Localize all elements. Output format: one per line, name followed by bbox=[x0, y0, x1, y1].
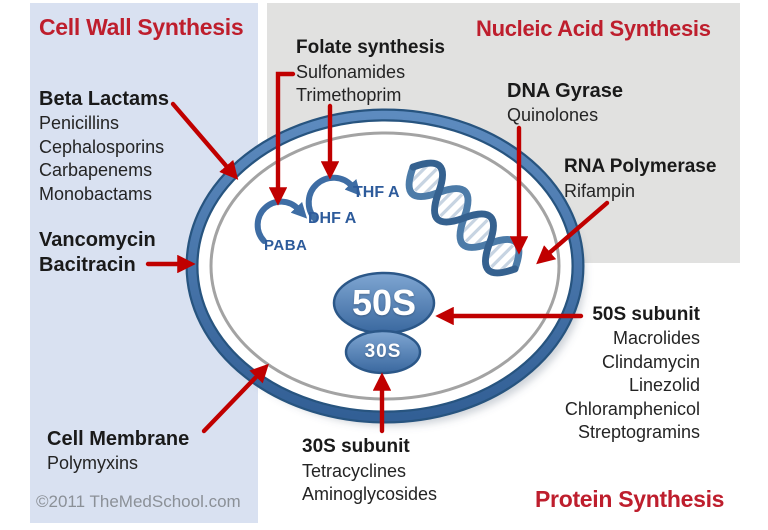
vancomycin-bacitracin-label: Vancomycin Bacitracin bbox=[39, 228, 156, 278]
rna-polymerase-label: RNA Polymerase Rifampin bbox=[564, 154, 716, 204]
cell-membrane-drug-list: Polymyxins bbox=[47, 452, 189, 476]
cell-wall-synthesis-title: Cell Wall Synthesis bbox=[39, 14, 244, 40]
drug-list-item: Linezolid bbox=[628, 375, 700, 395]
drug-list-item: Streptogramins bbox=[577, 422, 700, 442]
ribosome-30s-text: 30S bbox=[364, 341, 402, 362]
drug-list-item: Trimethoprim bbox=[296, 85, 402, 105]
cell-membrane-arrow bbox=[201, 363, 269, 434]
cell-membrane-heading: Cell Membrane bbox=[47, 428, 190, 450]
drug-list-item: Penicillins bbox=[39, 113, 120, 133]
drug-list-item: Polymyxins bbox=[47, 453, 139, 473]
dna-helix-icon bbox=[405, 159, 523, 277]
drug-list-item: Rifampin bbox=[564, 181, 636, 201]
paba-label: PABA bbox=[264, 237, 308, 254]
nucleic-acid-synthesis-title: Nucleic Acid Synthesis bbox=[476, 16, 711, 41]
drug-list-item: Sulfonamides bbox=[296, 62, 406, 82]
folate-synthesis-heading: Folate synthesis bbox=[296, 37, 445, 58]
bacitracin-line: Bacitracin bbox=[39, 254, 136, 276]
rna-polymerase-drug-list: Rifampin bbox=[564, 180, 716, 204]
copyright-text: ©2011 TheMedSchool.com bbox=[36, 492, 241, 511]
sulfonamides-arrow bbox=[268, 71, 296, 206]
rifampin-arrow bbox=[536, 200, 610, 265]
drug-list-item: Macrolides bbox=[612, 328, 700, 348]
dna-gyrase-heading: DNA Gyrase bbox=[507, 80, 623, 102]
dna-gyrase-label: DNA Gyrase Quinolones bbox=[507, 78, 623, 128]
ribosome-50s-text: 50S bbox=[351, 282, 417, 323]
drug-list-item: Tetracyclines bbox=[302, 461, 407, 481]
protein-synthesis-title: Protein Synthesis bbox=[535, 486, 725, 512]
cell-membrane-label: Cell Membrane Polymyxins bbox=[47, 426, 189, 476]
cell-inner-membrane bbox=[209, 131, 561, 401]
drug-list-item: Aminoglycosides bbox=[302, 484, 438, 504]
beta-lactams-heading: Beta Lactams bbox=[39, 88, 170, 110]
drug-list-item: Quinolones bbox=[507, 105, 599, 125]
dhf-to-thf-arrow bbox=[305, 174, 361, 222]
drug-list-item: Carbapenems bbox=[39, 160, 153, 180]
30s-subunit-heading: 30S subunit bbox=[302, 436, 410, 457]
drug-list-item: Clindamycin bbox=[601, 351, 700, 372]
drug-list-item: Cephalosporins bbox=[39, 136, 165, 157]
drug-list-item: Monobactams bbox=[39, 183, 153, 204]
dhf-a-label: DHF A bbox=[308, 210, 357, 227]
thf-a-label: THF A bbox=[353, 184, 400, 201]
beta-lactams-arrow bbox=[170, 101, 239, 180]
dna-gyrase-drug-list: Quinolones bbox=[507, 104, 623, 128]
50s-subunit-heading: 50S subunit bbox=[592, 304, 700, 325]
rna-polymerase-heading: RNA Polymerase bbox=[564, 156, 717, 177]
paba-to-dhf-arrow bbox=[254, 198, 308, 244]
drug-list-item: Chloramphenicol bbox=[564, 398, 700, 419]
vancomycin-line: Vancomycin bbox=[39, 229, 156, 251]
